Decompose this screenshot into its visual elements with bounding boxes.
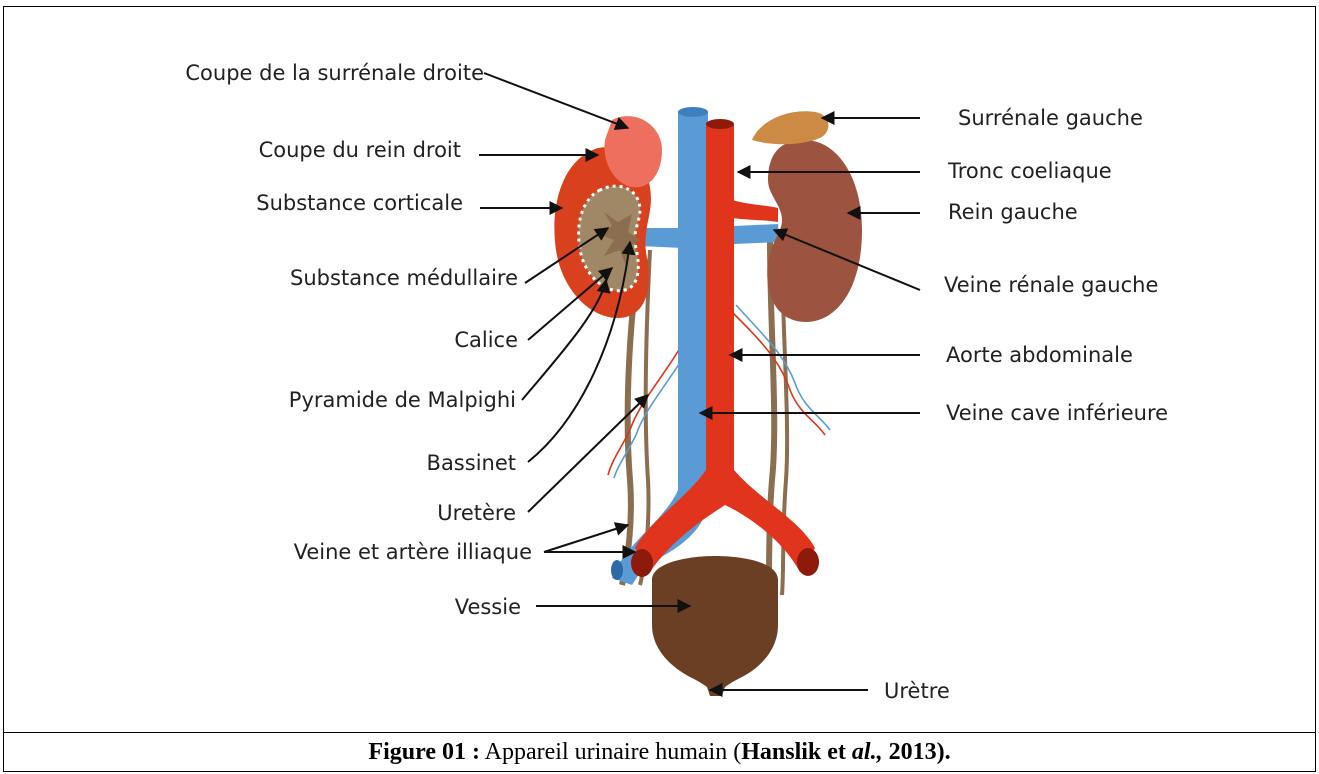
caption-year: 2013). [883, 739, 951, 765]
leader-coupe-surrenale [484, 73, 628, 128]
label-veine-renale-gauche: Veine rénale gauche [944, 273, 1158, 297]
bladder-shape [652, 556, 778, 696]
label-bassinet: Bassinet [427, 451, 516, 475]
label-rein-gauche: Rein gauche [948, 200, 1078, 224]
aorta-top [706, 119, 734, 129]
caption-author: Hanslik et [741, 739, 852, 765]
right-iliac-vein-end [611, 560, 623, 580]
figure-caption: Figure 01 : Appareil urinaire humain (Ha… [3, 733, 1316, 771]
caption-figure-label: Figure 01 : [368, 739, 480, 765]
caption-etal: al., [852, 739, 883, 765]
label-calice: Calice [454, 328, 518, 352]
label-veine-cave-inferieure: Veine cave inférieure [946, 401, 1168, 425]
label-coupe-surrenale-droite: Coupe de la surrénale droite [185, 61, 484, 85]
leader-illiaque-1 [544, 525, 628, 552]
label-veine-artere-illiaque: Veine et artère illiaque [294, 540, 532, 564]
gonadal-vessel-right [608, 330, 690, 475]
anatomy-illustration [554, 107, 862, 696]
label-uretere: Uretère [437, 501, 516, 525]
left-renal-vein [734, 224, 780, 244]
gonadal-vessel-left [730, 310, 825, 435]
label-tronc-coeliaque: Tronc coeliaque [947, 159, 1112, 183]
celiac-trunk-shape [732, 200, 778, 222]
left-kidney-shape [767, 140, 862, 322]
label-surrenale-gauche: Surrénale gauche [958, 106, 1143, 130]
vena-cava-top [678, 107, 708, 117]
label-pyramide-malpighi: Pyramide de Malpighi [289, 388, 516, 412]
label-aorte-abdominale: Aorte abdominale [946, 343, 1133, 367]
label-uretre: Urètre [884, 679, 950, 703]
left-adrenal-shape [752, 111, 828, 144]
caption-text: Appareil urinaire humain ( [480, 739, 741, 765]
label-vessie: Vessie [455, 595, 521, 619]
label-substance-corticale: Substance corticale [256, 191, 463, 215]
urinary-system-diagram: Coupe de la surrénale droite Coupe du re… [0, 0, 1319, 732]
label-substance-medullaire: Substance médullaire [290, 266, 518, 290]
left-iliac-artery-end [797, 548, 819, 576]
right-iliac-artery-end [631, 549, 653, 577]
label-coupe-rein-droit: Coupe du rein droit [259, 138, 461, 162]
